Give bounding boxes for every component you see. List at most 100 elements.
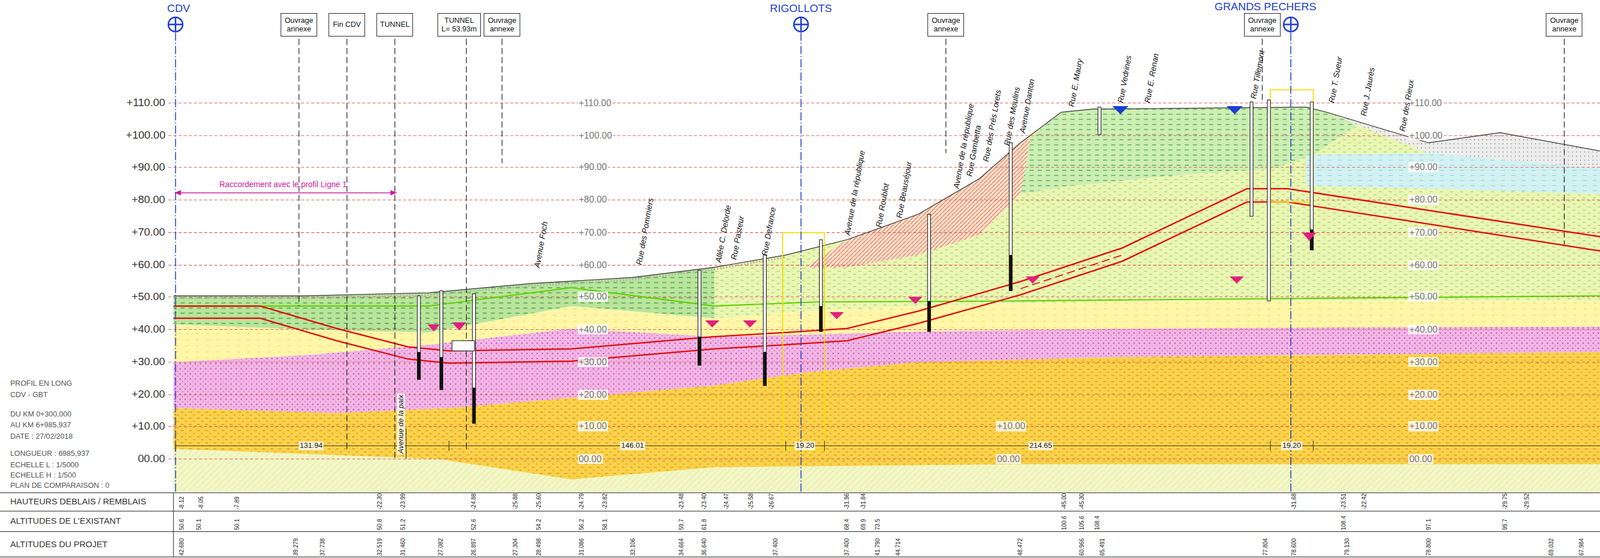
profile-label: ECHELLE L : 1/5000 xyxy=(10,460,79,469)
structure-axis xyxy=(298,38,1565,460)
profile-label: 19.20 xyxy=(1281,441,1303,450)
street-label: 60.966 xyxy=(1078,537,1085,556)
profile-label: LONGUEUR : 6985,937 xyxy=(10,449,90,458)
profile-label: +30.00 xyxy=(1408,357,1439,368)
elevation-grid xyxy=(168,361,1600,363)
profile-label: 19.20 xyxy=(794,441,816,450)
water-level xyxy=(829,312,844,320)
box-label: TUNNEL xyxy=(379,20,410,30)
profile-label: +60.00 xyxy=(1408,260,1439,271)
profile-label: +90.00 xyxy=(1408,161,1439,173)
borehole-core xyxy=(819,305,822,332)
profile-label: +80.00 xyxy=(131,193,166,206)
table-grid xyxy=(172,492,174,558)
street-label: 50.6 xyxy=(178,518,185,530)
street-label: Rue des Pommiers xyxy=(634,197,656,266)
box-label: Ouvrage annexe xyxy=(1548,16,1580,34)
street-label: 37.400 xyxy=(772,537,779,556)
street-label: 54.2 xyxy=(535,518,542,530)
profile-label: 00.00 xyxy=(995,454,1022,465)
table-grid xyxy=(0,556,1600,558)
street-label: 58.1 xyxy=(601,518,609,530)
street-label: 28.498 xyxy=(535,537,542,556)
structure-axis xyxy=(466,38,467,449)
street-label: -8.12 xyxy=(178,496,185,510)
elevation-grid xyxy=(168,458,1600,460)
box-label: Ouvrage annexe xyxy=(283,16,315,34)
annex-box: Ouvrage annexe xyxy=(1244,13,1281,37)
annex-box: TUNNEL xyxy=(376,13,413,37)
water-level xyxy=(908,296,923,305)
street-label: -31.68 xyxy=(1290,493,1298,510)
street-label: 69.9 xyxy=(860,518,867,530)
profile-label: PROFIL EN LONG xyxy=(10,379,73,388)
profile-label: +60.00 xyxy=(131,258,166,271)
table-grid xyxy=(0,531,1600,532)
structure-axis xyxy=(346,38,348,449)
street-label: 79.130 xyxy=(1343,537,1351,556)
water-level xyxy=(451,322,467,331)
layer-boundary xyxy=(173,287,1600,306)
street-label: 77.804 xyxy=(1262,537,1269,556)
street-label: -31.84 xyxy=(860,493,867,510)
water-level xyxy=(705,320,720,328)
profile-label: +10.00 xyxy=(1408,420,1439,432)
profile-label: +30.00 xyxy=(131,355,166,368)
profile-label: DATE : 27/02/2018 xyxy=(10,432,74,441)
raccord-arrow xyxy=(175,190,181,195)
street-label: Rue T. Sueur xyxy=(1327,55,1344,104)
street-label: 50.1 xyxy=(233,518,241,530)
street-label: Rue E. Renan xyxy=(1143,52,1161,104)
profile-label: +90.00 xyxy=(131,161,166,174)
profile-label: +100.00 xyxy=(577,130,614,141)
profile-label: 146.01 xyxy=(620,441,646,450)
profile-label: +70.00 xyxy=(1408,227,1439,238)
street-label: 67.984 xyxy=(1578,537,1585,556)
street-label: -8.05 xyxy=(197,496,205,510)
borehole-core xyxy=(927,300,931,332)
street-label: 65.491 xyxy=(1099,537,1106,556)
street-label: 78.600 xyxy=(1290,537,1298,556)
raccord-arrow xyxy=(175,190,396,195)
borehole xyxy=(1310,102,1314,250)
borehole xyxy=(1098,107,1101,135)
street-label: -29.75 xyxy=(1501,493,1509,510)
elevation-grid xyxy=(168,232,1600,233)
elevation-grid xyxy=(168,426,1600,427)
borehole-core xyxy=(417,351,421,380)
street-label: -45.00 xyxy=(1060,493,1068,510)
dimension-line xyxy=(785,440,787,451)
station-axis xyxy=(175,32,177,492)
elevation-grid xyxy=(168,264,1600,266)
station-symbol xyxy=(1283,17,1298,32)
station-symbol xyxy=(1283,17,1298,32)
street-label: 99.7 xyxy=(1501,518,1509,530)
profile-label: +50.00 xyxy=(131,290,166,303)
borehole xyxy=(1009,142,1012,291)
raccord-arrow xyxy=(390,190,396,195)
annex-box: Ouvrage annexe xyxy=(927,13,964,37)
borehole xyxy=(439,290,443,390)
profile-label: +40.00 xyxy=(577,324,609,335)
annex-box: Fin CDV xyxy=(328,13,366,37)
borehole-core xyxy=(417,229,1314,424)
profile-label: CDV xyxy=(167,2,190,15)
profile-label: ECHELLE H : 1/500 xyxy=(10,471,77,480)
structure-axis xyxy=(298,38,300,306)
street-label: Rue E. Maury xyxy=(1067,58,1085,108)
street-label: 68.4 xyxy=(843,518,850,530)
street-label: 26.897 xyxy=(470,537,477,556)
profile-label: +20.00 xyxy=(577,389,609,400)
borehole-core xyxy=(439,357,443,390)
street-label: Rue Vedrines xyxy=(1116,54,1134,104)
dimension-line xyxy=(1270,440,1271,451)
street-label: Rue des Moulins xyxy=(1002,86,1022,147)
annex-box: Ouvrage annexe xyxy=(483,13,521,37)
street-label: Rue des Prés Lorets xyxy=(981,89,1003,163)
street-label: -29.52 xyxy=(1523,493,1530,510)
profile-label: DU KM 0+300,000 xyxy=(10,410,72,419)
station-axis xyxy=(1290,32,1292,492)
street-label: Avenue Foch xyxy=(532,220,550,269)
street-label: Rue Roublot xyxy=(874,182,891,228)
